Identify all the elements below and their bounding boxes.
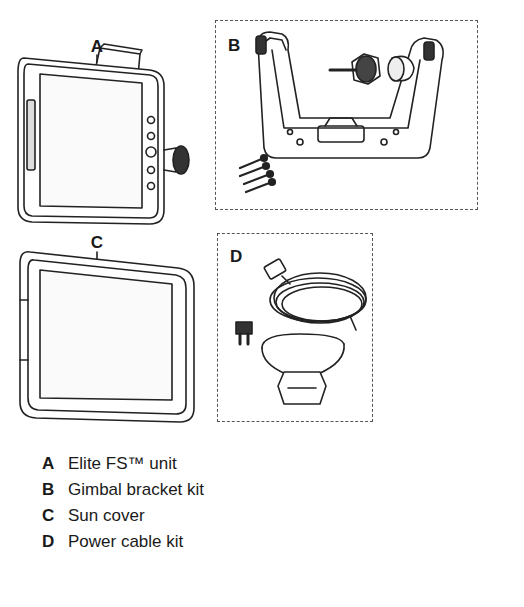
- item-name: Power cable kit: [68, 533, 183, 550]
- power-cable: [264, 258, 366, 330]
- leader-line: [96, 252, 98, 259]
- item-name: Gimbal bracket kit: [68, 481, 204, 498]
- screws: [240, 155, 275, 192]
- item-letter: C: [91, 234, 103, 251]
- item-name: Sun cover: [68, 507, 145, 524]
- leader-line: [96, 55, 98, 62]
- item-letter: B: [228, 37, 240, 54]
- mounting-knobs: [330, 54, 414, 84]
- item-letter: A: [91, 38, 103, 55]
- fuse-holder: [262, 334, 344, 404]
- gimbal-bracket: [256, 32, 443, 158]
- list-letter: D: [42, 533, 54, 550]
- fuse: [236, 322, 252, 344]
- sun-cover: [20, 252, 194, 422]
- item-name: Elite FS™ unit: [68, 455, 177, 472]
- list-letter: A: [42, 455, 54, 472]
- dashed-kit-box: B: [215, 20, 478, 210]
- dashed-kit-box: D: [217, 233, 373, 422]
- list-letter: B: [42, 481, 54, 498]
- list-letter: C: [42, 507, 54, 524]
- item-letter: D: [230, 248, 242, 265]
- display-unit: [18, 44, 189, 224]
